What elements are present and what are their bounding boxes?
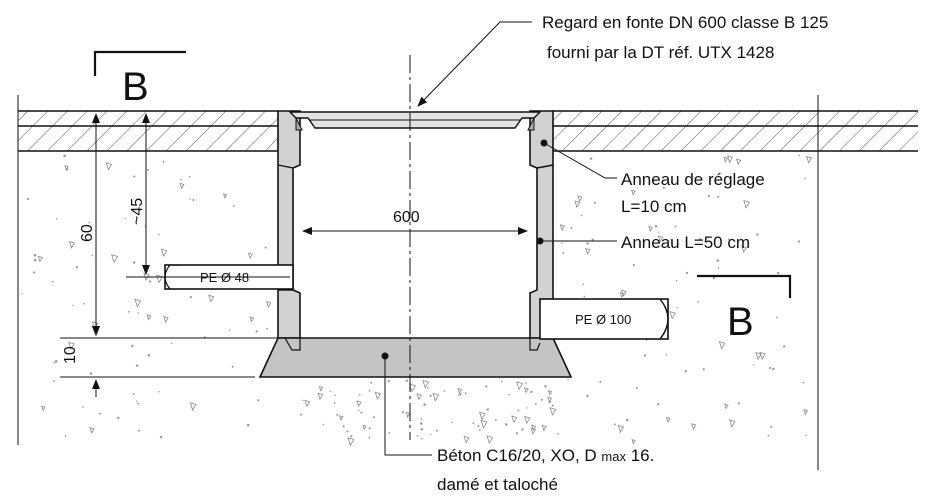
label-anneau-reglage-line2: L=10 cm: [621, 197, 687, 216]
label-regard-line2: fourni par la DT réf. UTX 1428: [547, 43, 774, 62]
pipe-right-label: PE Ø 100: [575, 312, 631, 327]
dimension-width: 600: [302, 209, 528, 235]
label-beton-line2: damé et taloché: [437, 475, 558, 494]
ring-wall-left: [277, 110, 301, 339]
dimension-depth-pipe-label: ~45: [129, 198, 146, 225]
leader-anneau-50: Anneau L=50 cm: [536, 233, 750, 252]
dimension-depth-pipe: ~45: [126, 113, 290, 278]
section-mark-right: B: [697, 274, 792, 344]
dimension-width-label: 600: [393, 209, 420, 226]
label-anneau-50: Anneau L=50 cm: [621, 233, 750, 252]
svg-text:B: B: [122, 65, 149, 109]
label-beton-line1: Béton C16/20, XO, D max 16.: [437, 446, 654, 465]
dimension-base-label: 10: [62, 346, 79, 364]
svg-text:B: B: [727, 300, 754, 344]
leader-beton: Béton C16/20, XO, D max 16. damé et talo…: [381, 352, 654, 494]
leader-regard: Regard en fonte DN 600 classe B 125 four…: [417, 13, 828, 107]
dimension-depth-total: 60: [60, 110, 285, 339]
label-regard-line1: Regard en fonte DN 600 classe B 125: [542, 13, 828, 32]
section-mark-left: B: [93, 50, 186, 109]
ring-wall-right: [529, 110, 554, 339]
cast-iron-cover: [288, 111, 542, 131]
excavation-limits: [17, 95, 819, 470]
soil-texture: [21, 154, 813, 447]
leader-anneau-reglage: Anneau de réglage L=10 cm: [540, 139, 765, 216]
label-anneau-reglage-line1: Anneau de réglage: [621, 170, 765, 189]
pipe-right: PE Ø 100: [539, 298, 669, 340]
concrete-base: [258, 337, 573, 378]
dimension-depth-total-label: 60: [79, 224, 96, 242]
dimension-base: 10: [60, 318, 255, 397]
